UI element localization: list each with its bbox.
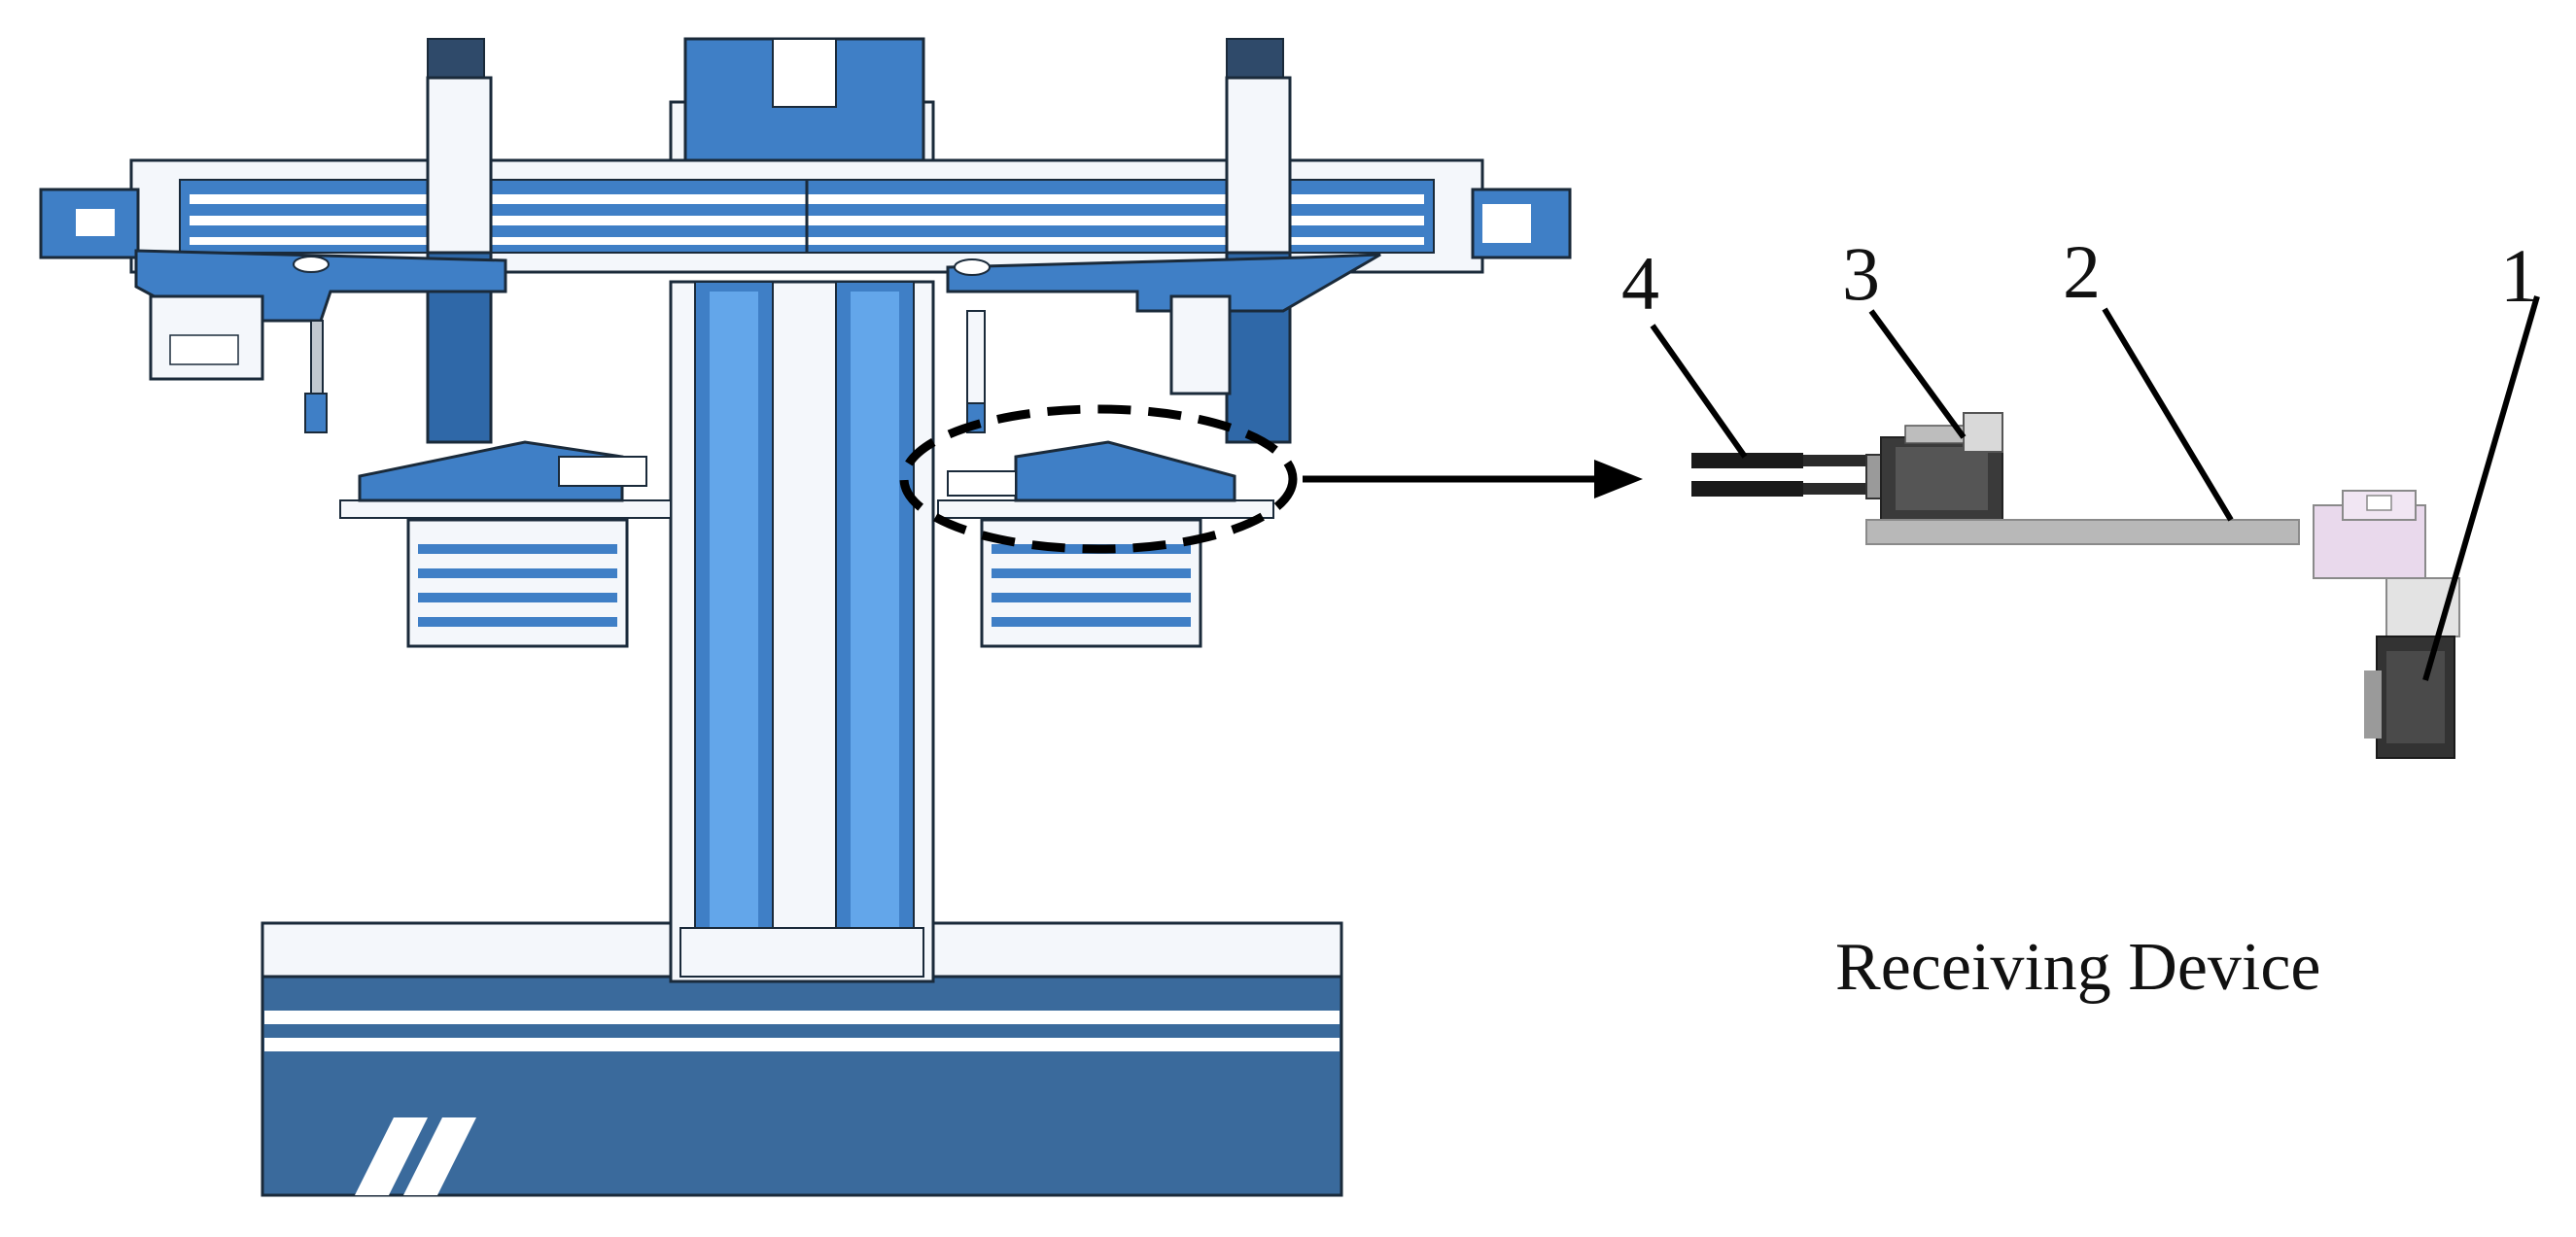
left-slide xyxy=(426,38,493,444)
rotary-base xyxy=(2313,490,2460,759)
leader-lines xyxy=(1650,295,2540,681)
gantry-machine xyxy=(39,37,1572,1197)
right-swing-arm xyxy=(946,253,1381,433)
callout-4: 4 xyxy=(1621,241,1659,326)
left-swing-arm xyxy=(134,249,507,433)
receiving-device-assembly: 4 3 2 1 xyxy=(1621,229,2540,759)
top-carriage xyxy=(669,37,935,172)
vertical-column xyxy=(669,280,935,983)
pointer-arrow xyxy=(1303,460,1643,498)
gripper-fingers xyxy=(1691,453,1871,497)
right-slide xyxy=(1225,38,1292,444)
machine-base xyxy=(261,921,1343,1197)
highlight-ellipse xyxy=(899,404,1298,554)
left-tray xyxy=(339,440,672,648)
right-tray xyxy=(937,440,1274,648)
connecting-arm xyxy=(1865,519,2300,545)
gripper-motor xyxy=(1865,412,2003,521)
receiving-device-caption: Receiving Device xyxy=(1835,930,2321,1005)
callout-1: 1 xyxy=(2500,233,2538,318)
callout-2: 2 xyxy=(2063,229,2101,314)
callout-3: 3 xyxy=(1842,231,1880,316)
